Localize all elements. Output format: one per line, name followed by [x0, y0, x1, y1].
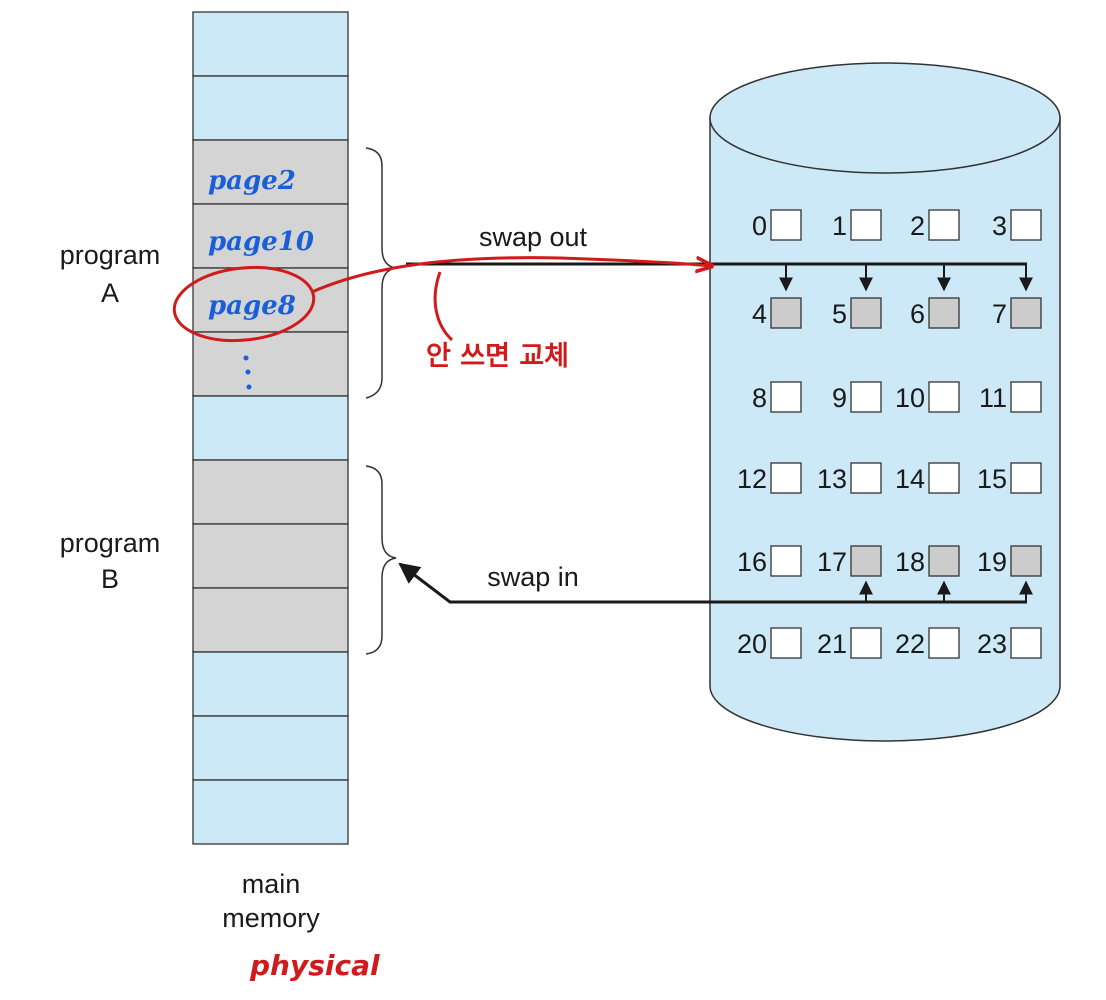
memory-frame-free: [192, 395, 349, 461]
program-b-label: program: [60, 528, 161, 558]
disk-block-empty: [770, 209, 802, 241]
disk-block-number: 13: [817, 464, 847, 494]
disk-block-occupied: [770, 297, 802, 329]
disk-block-number: 2: [910, 211, 925, 241]
memory-frame-program-b: [192, 459, 349, 525]
red-replacement-annotation: [172, 258, 712, 343]
disk-block-number: 17: [817, 547, 847, 577]
memory-frame-program-a: [192, 139, 349, 205]
disk-block-empty: [1010, 209, 1042, 241]
disk-block-occupied: [928, 545, 960, 577]
disk-block-occupied: [850, 545, 882, 577]
disk-block-number: 5: [832, 299, 847, 329]
memory-frame-program-a: [192, 203, 349, 269]
disk-block-empty: [770, 545, 802, 577]
disk-block-number: 22: [895, 629, 925, 659]
annotation-page2: page2: [208, 166, 296, 196]
disk-block-occupied: [850, 297, 882, 329]
memory-frame-program-a: [192, 331, 349, 397]
swap-in-label: swap in: [487, 562, 579, 592]
disk-block-empty: [770, 381, 802, 413]
annotation-page10: page10: [208, 227, 314, 257]
disk-block-empty: [928, 627, 960, 659]
disk-block-number: 21: [817, 629, 847, 659]
disk-block-empty: [850, 462, 882, 494]
disk-block-empty: [850, 381, 882, 413]
memory-frame-free: [192, 651, 349, 717]
disk-block-empty: [850, 209, 882, 241]
disk-block-occupied: [928, 297, 960, 329]
disk-block-empty: [770, 462, 802, 494]
main-memory-column: [192, 11, 349, 845]
program-a-label: program: [60, 240, 161, 270]
disk-block-number: 12: [737, 464, 767, 494]
disk-block-occupied: [1010, 545, 1042, 577]
disk-block-number: 11: [979, 383, 1007, 413]
memory-frame-program-b: [192, 523, 349, 589]
disk-block-empty: [928, 209, 960, 241]
disk-block-empty: [1010, 462, 1042, 494]
disk-block-number: 19: [977, 547, 1007, 577]
ellipsis-dots: [243, 355, 252, 390]
disk-block-number: 23: [977, 629, 1007, 659]
annotation-unused-replace: 안 쓰면 교체: [426, 341, 569, 372]
disk-block-number: 10: [895, 383, 925, 413]
memory-frame-free: [192, 715, 349, 781]
disk-block-number: 18: [895, 547, 925, 577]
disk-block-empty: [850, 627, 882, 659]
swap-out-label: swap out: [479, 222, 588, 252]
main-memory-label-2: memory: [222, 903, 320, 933]
disk-block-number: 1: [832, 211, 847, 241]
memory-frame-free: [192, 75, 349, 141]
disk-block-number: 14: [895, 464, 925, 494]
program-a-letter: A: [101, 278, 119, 308]
disk-block-number: 7: [992, 299, 1007, 329]
backing-store-disk: [709, 62, 1061, 742]
swap-in-arrow: [398, 562, 1033, 604]
main-memory-label: main: [242, 869, 301, 899]
disk-block-empty: [770, 627, 802, 659]
annotation-physical: physical: [249, 949, 380, 982]
memory-frame-program-b: [192, 587, 349, 653]
disk-block-number: 3: [992, 211, 1007, 241]
disk-block-empty: [1010, 381, 1042, 413]
swap-out-arrow: [406, 262, 1033, 292]
disk-block-number: 0: [752, 211, 767, 241]
disk-block-empty: [928, 381, 960, 413]
disk-block-number: 8: [752, 383, 767, 413]
memory-frame-free: [192, 779, 349, 845]
disk-block-number: 6: [910, 299, 925, 329]
annotation-page8: page8: [208, 291, 296, 321]
memory-frame-free: [192, 11, 349, 77]
program-b-brace: [365, 465, 397, 655]
disk-block-number: 20: [737, 629, 767, 659]
disk-block-number: 16: [737, 547, 767, 577]
disk-block-empty: [928, 462, 960, 494]
disk-block-number: 4: [752, 299, 767, 329]
disk-block-number: 9: [832, 383, 847, 413]
program-b-letter: B: [101, 564, 119, 594]
disk-block-occupied: [1010, 297, 1042, 329]
disk-block-number: 15: [977, 464, 1007, 494]
disk-block-empty: [1010, 627, 1042, 659]
